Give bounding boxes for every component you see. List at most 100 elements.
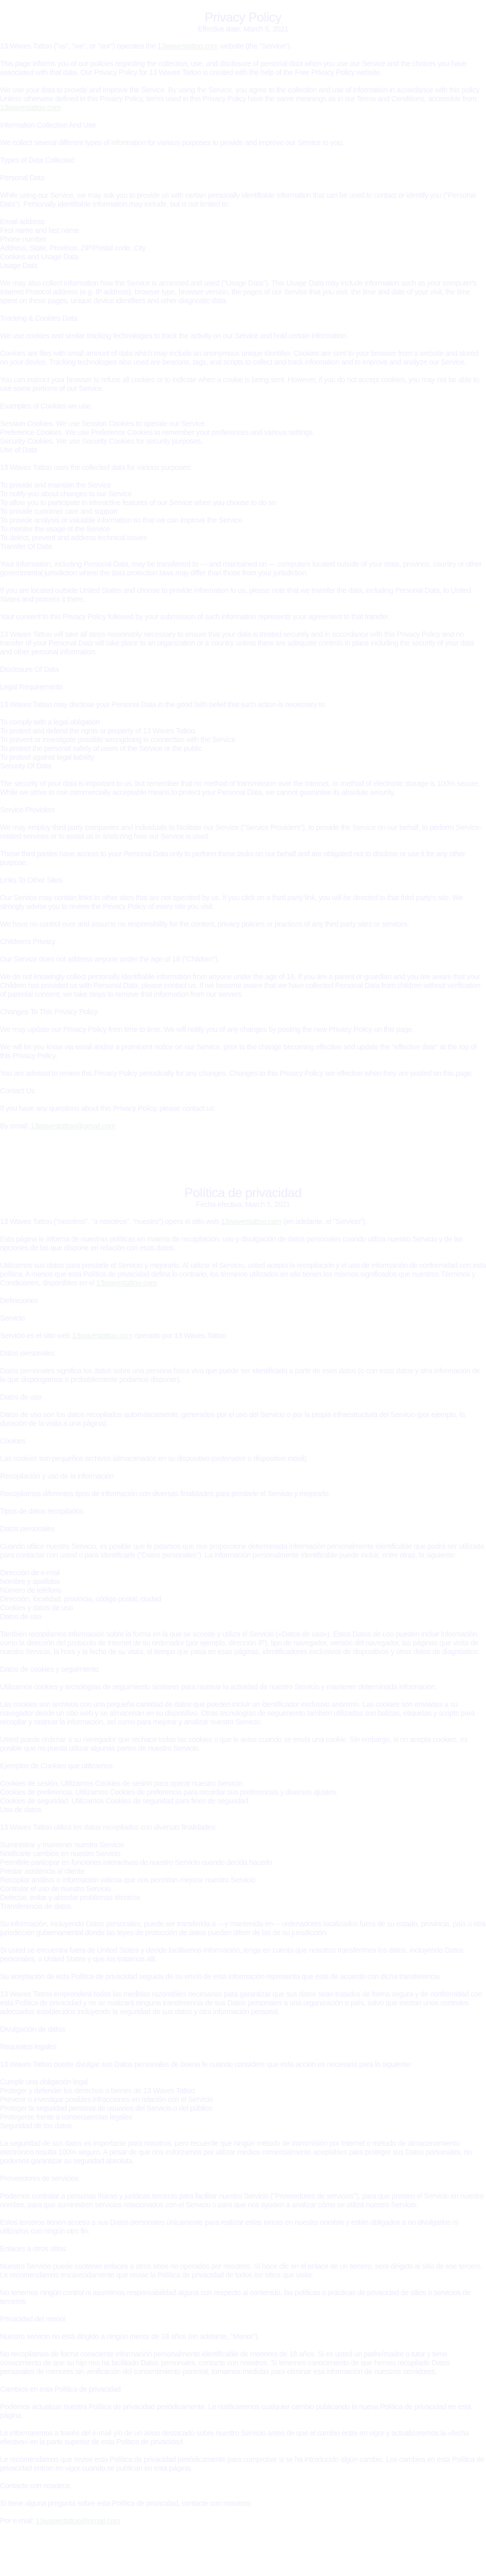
definition-heading-servicio: Servicio: [0, 1314, 25, 1323]
providers-paragraph-1: We may employ third party companies and …: [0, 824, 481, 841]
transfer-paragraph-4-es: 13 Waves Tattoo emprenderá todas las med…: [0, 1990, 482, 2016]
servicio-website-link[interactable]: 13wavestattoo.com: [72, 1332, 133, 1340]
collection-paragraph-es: Recopilamos diferentes tipos de informac…: [0, 1490, 331, 1498]
section-heading-legal-es: Requisitos legales: [0, 2043, 57, 2051]
security-paragraph: The security of your data is important t…: [0, 780, 480, 797]
changes-paragraph-2: We will let you know via email and/or a …: [0, 1043, 477, 1060]
privacy-policy-english: Privacy Policy Effective date: March 5, …: [0, 0, 486, 1131]
links-paragraph-2: We have no control over and assume no re…: [0, 920, 410, 929]
list-item: Email address: [0, 218, 45, 226]
list-item: Cumplir una obligación legal: [0, 2078, 88, 2086]
children-paragraph-2: We do not knowingly collect personally i…: [0, 973, 481, 999]
list-item: Preference Cookies. We use Preference Co…: [0, 429, 315, 437]
children-paragraph-1: Our Service does not address anyone unde…: [0, 955, 220, 964]
transfer-paragraph-4: 13 Waves Tattoo will take all steps reas…: [0, 631, 474, 656]
list-item: Nombre y apellidos: [0, 1578, 60, 1586]
section-heading-collection-es: Recopilación y uso de la información: [0, 1472, 114, 1481]
tracking-paragraph-3: You can instruct your browser to refuse …: [0, 376, 479, 393]
section-heading-transfer: Transfer Of Data: [0, 543, 52, 551]
cookie-examples-list: Session Cookies. We use Session Cookies …: [0, 420, 486, 446]
use-of-data-paragraph: 13 Waves Tattoo uses the collected data …: [0, 464, 192, 472]
section-heading-disclosure: Disclosure Of Data: [0, 666, 59, 674]
section-heading-collection: Information Collection And Use: [0, 121, 96, 130]
list-item: Cookies de sesión. Utilizamos Cookies de…: [0, 1780, 244, 1788]
email-link-es[interactable]: 13wavestattoo@gmail.com: [35, 2517, 120, 2525]
effective-date-es: Fecha efectiva: March 5, 2021: [196, 1201, 290, 1209]
links-paragraph-2-es: No tenemos ningún control ni asumimos re…: [0, 2289, 471, 2306]
definition-heading-datos-uso: Datos de uso: [0, 1393, 42, 1402]
tracking-paragraph-1: We use cookies and similar tracking tech…: [0, 332, 348, 340]
section-heading-contact-es: Contacte con nosotros: [0, 2482, 70, 2490]
terms-website-link[interactable]: 13wavestattoo.com: [0, 104, 61, 112]
section-heading-use-of-data-es: Uso de datos: [0, 1806, 42, 1814]
definition-servicio: Servicio es el sitio web 13wavestattoo.c…: [0, 1332, 226, 1340]
legal-list-es: Cumplir una obligación legal Proteger y …: [0, 2078, 486, 2122]
privacy-policy-spanish: Política de privacidad Fecha efectiva: M…: [0, 1140, 486, 2570]
changes-paragraph-3-es: Le recomendamos que revise esta Política…: [0, 2456, 484, 2473]
legal-list: To comply with a legal obligation To pro…: [0, 718, 486, 762]
page-title: Privacy Policy: [205, 10, 281, 25]
informs-paragraph-es: Esta página le informa de nuestras polít…: [0, 1235, 463, 1252]
section-heading-children: Children's Privacy: [0, 938, 56, 946]
list-item: To allow you to participate in interacti…: [0, 499, 276, 507]
list-item: To provide analysis or valuable informat…: [0, 516, 242, 525]
list-item: Dirección de e-mail: [0, 1569, 60, 1577]
tracking-paragraph-3-es: Usted puede ordenar a su navegador que r…: [0, 1736, 468, 1753]
bottom-spacer: [0, 2535, 486, 2570]
list-item: Controlar el uso de nuestro Servicio: [0, 1885, 111, 1893]
intro-paragraph: 13 Waves Tattoo ("us", "we", or "our") o…: [0, 42, 292, 51]
list-item: Dirección, localidad, provincia, código …: [0, 1595, 161, 1604]
intro-paragraph-es: 13 Waves Tattoo ("nosotros", "a nosotros…: [0, 1218, 367, 1226]
security-paragraph-es: La seguridad de sus datos es importante …: [0, 2140, 472, 2165]
list-item: Suministrar y mantener nuestro Servicio: [0, 1841, 124, 1849]
list-item: Cookies de seguridad. Utilizamos Cookies…: [0, 1797, 250, 1805]
changes-paragraph-1-es: Podemos actualizar nuestra Política de p…: [0, 2403, 471, 2420]
definition-heading-cookies: Cookies: [0, 1437, 26, 1446]
transfer-paragraph-2-es: Si usted se encuentra fuera de United St…: [0, 1946, 463, 1964]
contact-paragraph: If you have any questions about this Pri…: [0, 1105, 216, 1113]
definition-datos-uso: Datos de uso son los datos recopilados a…: [0, 1411, 465, 1428]
usage-data-paragraph: We may also collect information how the …: [0, 279, 477, 305]
definition-cookies: Las cookies son pequeños archivos ialmac…: [0, 1455, 308, 1463]
list-item: Detectar, evitar y abordar problemas téc…: [0, 1894, 140, 1902]
contact-paragraph-es: Si tiene alguna pregunta sobre esta Polí…: [0, 2500, 252, 2508]
list-item: To protect against legal liability: [0, 753, 94, 762]
use-of-data-list-es: Suministrar y mantener nuestro Servicio …: [0, 1841, 486, 1903]
section-heading-transfer-es: Transferencia de datos: [0, 1903, 71, 1911]
section-heading-contact: Contact Us: [0, 1087, 35, 1095]
section-heading-personal-data: Personal Data: [0, 174, 45, 182]
section-heading-disclosure-es: Divulgación de datos: [0, 2025, 65, 2034]
list-item: To provide and maintain the Service: [0, 481, 111, 490]
website-link[interactable]: 13wavestattoo.com: [157, 42, 218, 51]
definition-datos-personales: Datos personales significa los datos sob…: [0, 1367, 480, 1384]
page-title-es: Política de privacidad: [184, 1186, 302, 1200]
collection-paragraph: We collect several different types of in…: [0, 139, 344, 147]
section-heading-security: Security Of Data: [0, 762, 52, 771]
email-link[interactable]: 13wavestattoo@gmail.com: [30, 1122, 116, 1130]
section-heading-cookie-examples: Examples of Cookies we use:: [0, 402, 92, 411]
list-item: To provide customer care and support: [0, 508, 118, 516]
list-item: First name and last name: [0, 227, 79, 235]
tracking-paragraph-2: Cookies are files with small amount of d…: [0, 350, 479, 367]
changes-paragraph-3: You are advised to review this Privacy P…: [0, 1070, 473, 1078]
website-link-es[interactable]: 13wavestattoo.com: [221, 1218, 282, 1226]
section-heading-providers: Service Providers: [0, 806, 55, 814]
list-item: Cookies y datos de uso: [0, 1604, 73, 1612]
providers-paragraph-2: These third parties have access to your …: [0, 850, 465, 867]
list-item: To prevent or investigate possible wrong…: [0, 736, 236, 744]
list-item: Notificarle cambios en nuestro Servicio: [0, 1850, 121, 1858]
contact-email-line: By email: 13wavestattoo@gmail.com: [0, 1122, 116, 1130]
transfer-paragraph-3-es: Su aceptación de esta Política de privac…: [0, 1973, 442, 1981]
list-item: To monitor the usage of the Service: [0, 525, 110, 533]
transfer-paragraph-1: Your information, including Personal Dat…: [0, 560, 482, 577]
tracking-paragraph-2-es: Las cookies son archivos con una pequeña…: [0, 1701, 475, 1726]
links-paragraph-1: Our Service may contain links to other s…: [0, 894, 463, 911]
section-heading-usage-data: Usage Data: [0, 262, 38, 270]
list-item: To comply with a legal obligation: [0, 718, 100, 727]
list-item: Phone number: [0, 235, 46, 244]
terms-website-link-es[interactable]: 13wavestattoo.com: [96, 1279, 157, 1287]
use-paragraph: We use your data to provide and improve …: [0, 86, 481, 112]
legal-paragraph: 13 Waves Tattoo may disclose your Person…: [0, 701, 326, 709]
section-heading-usage-data-es: Datos de uso: [0, 1613, 42, 1621]
list-item: Cookies and Usage Data: [0, 253, 79, 261]
